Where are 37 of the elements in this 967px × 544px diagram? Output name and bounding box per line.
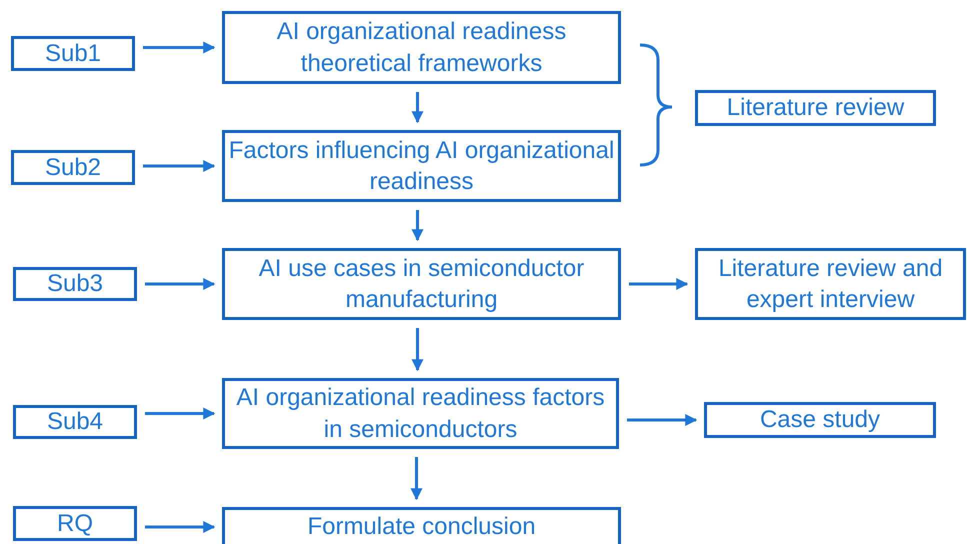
process-box	[704, 402, 936, 438]
arrow	[412, 92, 424, 124]
process-box	[11, 36, 135, 71]
box-label: Factors influencing AI organizational readiness	[228, 136, 616, 197]
box-label: Formulate conclusion	[307, 512, 536, 542]
arrow	[412, 210, 424, 242]
box-label: Sub2	[44, 152, 102, 183]
process-box	[222, 378, 619, 449]
box-label: Case study	[760, 405, 880, 436]
arrow	[627, 414, 698, 426]
process-box	[222, 507, 621, 544]
arrow	[145, 408, 216, 420]
process-box	[222, 130, 621, 202]
box-label: Sub1	[44, 38, 102, 69]
box-label: AI organizational readiness factors in semiconductors	[235, 383, 606, 444]
process-box	[13, 405, 137, 439]
process-box	[222, 11, 621, 84]
box-label: Sub4	[46, 407, 104, 438]
process-box	[695, 90, 936, 126]
process-box	[13, 267, 137, 301]
box-label: RQ	[57, 508, 93, 539]
box-label: Sub3	[46, 269, 104, 300]
arrow	[145, 521, 216, 533]
process-box	[11, 150, 135, 185]
box-label: Literature review	[726, 93, 904, 124]
arrow	[143, 42, 216, 54]
arrow	[410, 457, 422, 500]
process-box	[695, 248, 966, 320]
arrow	[145, 278, 216, 290]
box-label: AI use cases in semiconductor manufacturing	[258, 254, 586, 315]
box-label: Literature review and expert interview	[717, 254, 944, 315]
process-box	[13, 506, 137, 541]
arrow	[412, 328, 424, 372]
arrow	[143, 160, 216, 172]
process-box	[222, 248, 621, 320]
box-label: AI organizational readiness theoretical frameworks	[276, 17, 568, 78]
arrow	[629, 278, 688, 290]
